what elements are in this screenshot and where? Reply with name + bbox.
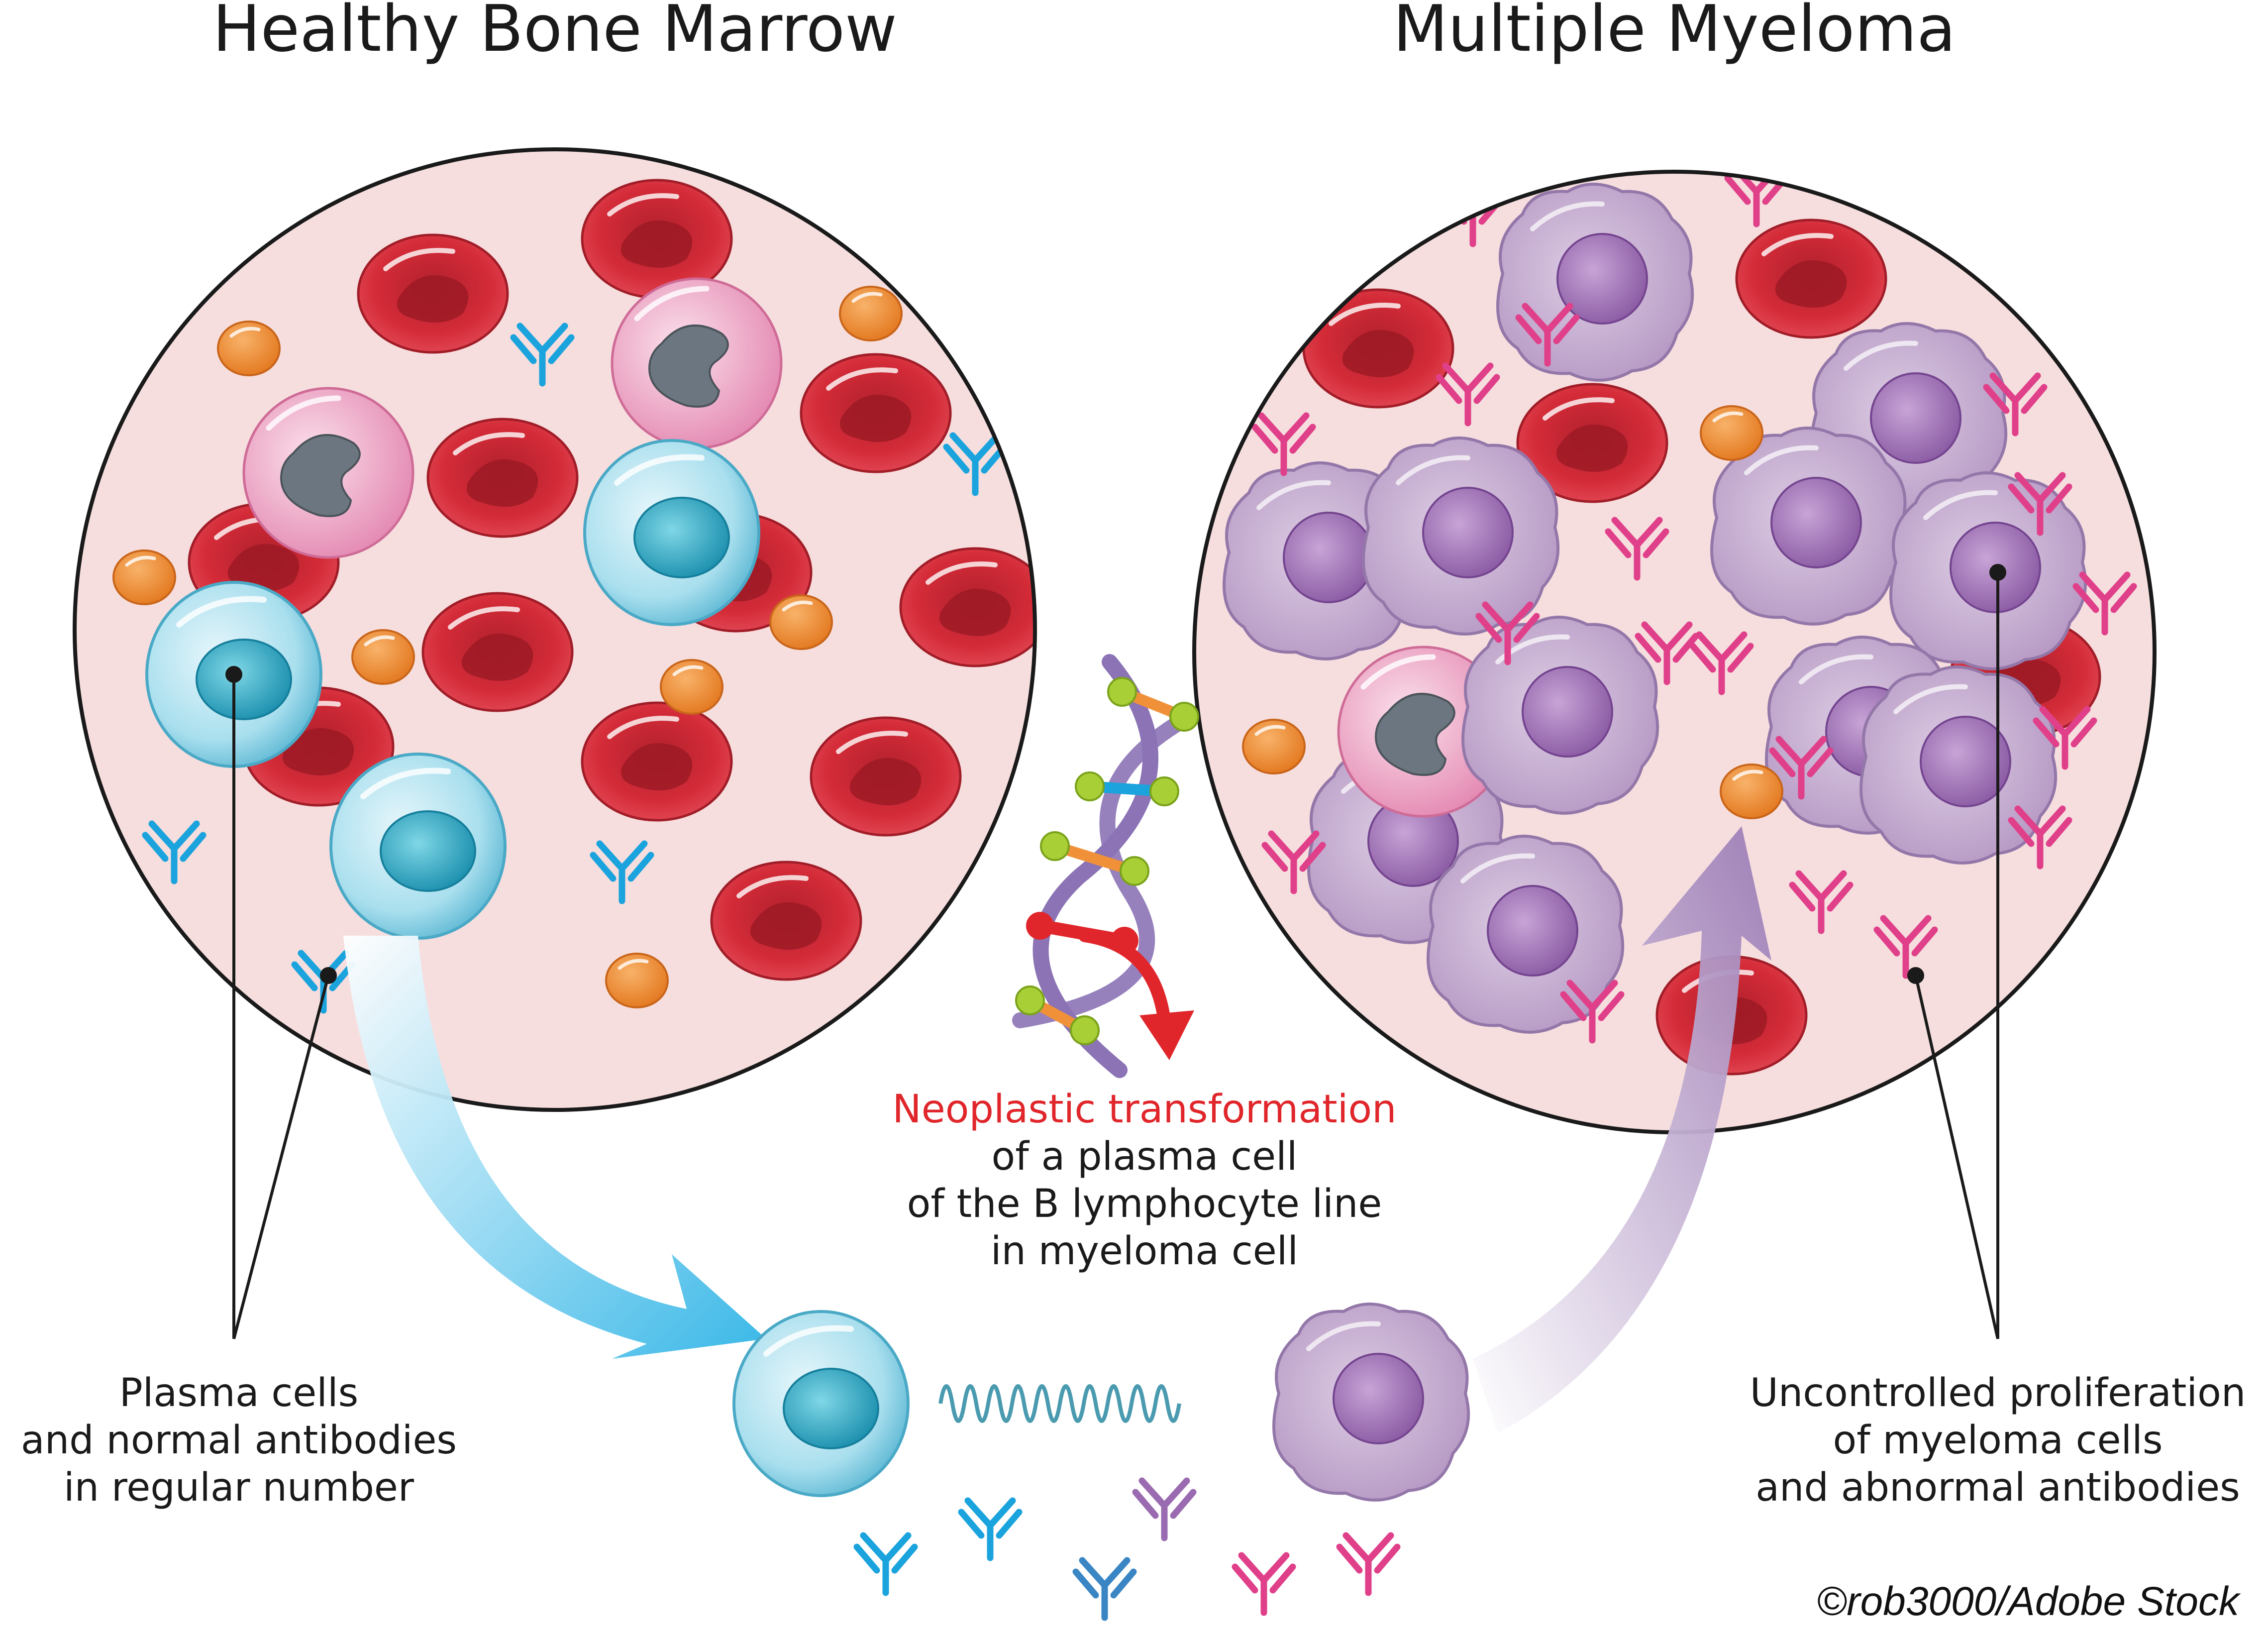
center-line-2: of a plasma cell [992,1134,1298,1179]
center-line-4: in myeloma cell [991,1229,1298,1274]
plasma-cell-bottom [734,1311,908,1496]
neutrophil-cell [612,279,781,448]
title-right: Multiple Myeloma [1393,0,1956,66]
platelet [218,322,280,375]
platelet [1701,406,1762,460]
credit-text: ©rob3000/Adobe Stock [1817,1579,2241,1624]
right-caption-line-1: Uncontrolled proliferation [1750,1371,2246,1416]
abnormal-antibody [1235,1555,1293,1613]
normal-antibody [857,1535,915,1593]
red-blood-cell [423,593,572,711]
title-left: Healthy Bone Marrow [212,0,897,66]
abnormal-antibody [1135,1481,1193,1538]
red-blood-cell [811,718,960,835]
left-caption-line-1: Plasma cells [119,1371,359,1416]
right-caption: Uncontrolled proliferation of myeloma ce… [1750,1371,2246,1510]
normal-antibody [961,1501,1019,1558]
myeloma-cell-bottom [1274,1304,1468,1500]
leader-lines-right [1907,564,2006,1339]
red-blood-cell [358,235,508,352]
dna-helix-icon [1012,654,1199,1078]
platelet [840,287,902,340]
red-blood-cell [1304,290,1453,407]
transformation-text: Neoplastic transformation of a plasma ce… [892,1087,1396,1274]
left-caption-line-2: and normal antibodies [21,1418,457,1463]
platelet [1243,720,1305,773]
blue-transition-arrow [343,936,766,1359]
healthy-marrow-circle [73,147,1050,1112]
platelet [606,954,668,1007]
red-blood-cell [582,703,731,820]
neutrophil-cell [244,388,413,557]
left-caption: Plasma cells and normal antibodies in re… [21,1371,457,1510]
plasma-cell [585,440,759,625]
transformation-cells [734,1304,1468,1618]
leader-lines-left [225,666,337,1339]
coil-connector [938,1384,1181,1423]
center-line-3: of the B lymphocyte line [907,1182,1382,1226]
neo-highlight: Neoplastic transformation [892,1087,1396,1132]
plasma-cell [331,754,505,938]
platelet [661,660,722,714]
red-blood-cell [712,862,861,980]
myeloma-cell [1498,184,1692,380]
right-caption-line-2: of myeloma cells [1833,1418,2163,1463]
red-blood-cell [428,419,577,537]
red-blood-cell [901,548,1050,666]
abnormal-antibody [1340,1535,1397,1593]
platelet [113,550,175,604]
red-blood-cell [1737,220,1886,337]
left-caption-line-3: in regular number [64,1465,414,1510]
platelet [1721,764,1782,818]
normal-antibody [1076,1560,1134,1618]
platelet [770,595,832,649]
red-blood-cell [801,354,950,472]
myeloma-marrow-circle [1192,170,2157,1134]
myeloma-cell [1463,617,1657,813]
right-caption-line-3: and abnormal antibodies [1755,1465,2240,1510]
purple-transition-arrow [1473,826,1771,1433]
platelet [352,630,414,684]
